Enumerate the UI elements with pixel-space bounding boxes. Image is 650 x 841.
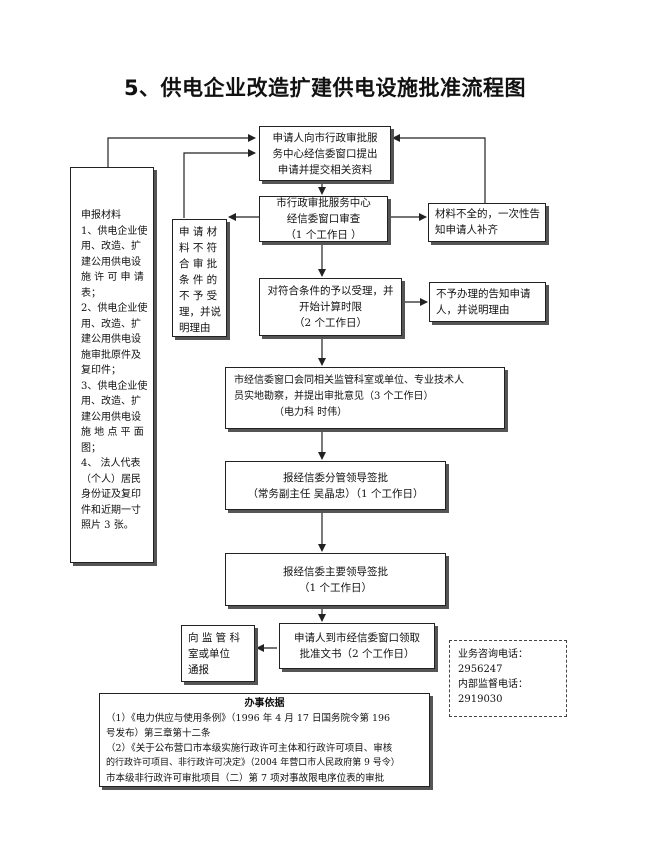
accept-line: 开始计算时限: [299, 301, 362, 313]
basis-line: 的行政许可项目、非行政许可决定》（2004 年营口市人民政府第 9 号令）: [106, 758, 400, 768]
accept-box: 对符合条件的予以受理，并 开始计算时限 （2 个工作日）: [259, 278, 402, 336]
incomplete-line: 知申请人补齐: [435, 224, 498, 236]
not-qualified-line: 明理由: [179, 322, 211, 334]
not-handled-line: 人，并说明理由: [436, 304, 510, 316]
materials-line: 1、供电企业使: [81, 225, 148, 237]
not-handled-line: 不予办理的告知申请: [436, 288, 531, 300]
materials-line: 照片 3 张。: [81, 520, 134, 531]
accept-line: （2 个工作日）: [293, 317, 368, 329]
apply-box: 申请人向市行政审批服 务中心经信委窗口提出 申请并提交相关资料: [259, 126, 391, 181]
collect-line: 批准文书（2 个工作日）: [299, 648, 415, 660]
page-title: 5、供电企业改造扩建供电设施批准流程图: [123, 76, 527, 100]
materials-line: 施 许 可 申 请: [81, 272, 144, 283]
review-line: （1 个工作日 ）: [285, 229, 362, 241]
arrow-materials-to-apply: [107, 134, 256, 167]
materials-line: 用、改造、扩: [81, 396, 141, 407]
materials-line: 施 地 点 平 面: [81, 427, 144, 438]
phone-line: 内部监督电话：: [458, 679, 528, 690]
sign-main-box: 报经信委主要领导签批 （1 个工作日）: [225, 553, 446, 606]
not-qualified-line: 申 请 材: [179, 226, 218, 238]
materials-line: 施审批原件及: [81, 349, 141, 361]
arrow-not-qualified-to-apply: [183, 149, 256, 218]
incomplete-line: 材料不全的，一次性告: [435, 208, 540, 220]
not-qualified-line: 条 件 的: [179, 274, 218, 286]
phone-line: 业务咨询电话：: [458, 649, 528, 660]
materials-line: 身份证及复印: [81, 489, 141, 500]
not-qualified-line: 料 不 符: [179, 242, 218, 254]
sign-deputy-line: （常务副主任 吴晶忠）（1 个工作日）: [247, 487, 424, 500]
basis-line: 号发布）第三章第十二条: [106, 728, 211, 739]
not-qualified-line: 理，并说: [179, 306, 221, 318]
apply-line: 申请人向市行政审批服: [272, 131, 378, 144]
materials-line: （个人）居民: [81, 473, 141, 485]
incomplete-box: 材料不全的，一次性告 知申请人补齐: [428, 203, 546, 242]
phone-line: 2919030: [458, 694, 503, 705]
notify-line: 向 监 管 科: [188, 632, 241, 644]
sign-main-line: （1 个工作日）: [298, 581, 373, 594]
sign-main-line: 报经信委主要领导签批: [283, 565, 388, 578]
materials-line: 2、供电企业使: [81, 303, 148, 314]
materials-line: 表；: [81, 287, 101, 299]
sign-deputy-line: 报经信委分管领导签批: [283, 471, 388, 484]
phone-box: 业务咨询电话： 2956247 内部监督电话： 2919030: [449, 640, 567, 717]
materials-line: 件和近期一寸: [81, 504, 141, 516]
notify-line: 通报: [188, 664, 209, 676]
not-handled-box: 不予办理的告知申请 人，并说明理由: [429, 282, 546, 322]
collect-box: 申请人到市经信委窗口领取 批准文书（2 个工作日）: [279, 623, 435, 669]
collect-line: 申请人到市经信委窗口领取: [294, 632, 420, 644]
materials-line: 用、改造、扩: [81, 241, 141, 252]
basis-line: 市本级非行政许可审批项目（二）第 7 项对事故限电序位表的审批: [106, 773, 385, 784]
apply-line: 务中心经信委窗口提出: [272, 147, 378, 160]
materials-line: 建公用供电设: [81, 256, 141, 268]
materials-line: 图；: [81, 442, 101, 454]
survey-line: （电力科 时伟）: [274, 407, 348, 418]
review-line: 市行政审批服务中心: [276, 197, 371, 209]
basis-line: （1）《电力供应与使用条例》（1996 年 4 月 17 日国务院令第 196: [106, 713, 391, 724]
materials-line: 3、供电企业使: [81, 380, 148, 392]
review-box: 市行政审批服务中心 经信委窗口审查 （1 个工作日 ）: [259, 196, 388, 242]
basis-box: 办事依据 （1）《电力供应与使用条例》（1996 年 4 月 17 日国务院令第…: [99, 693, 430, 787]
accept-line: 对符合条件的予以受理，并: [267, 285, 394, 297]
materials-line: 4、 法人代表: [81, 458, 141, 469]
survey-line: 员实地勘察，并提出审批意见（3 个工作日）: [234, 391, 434, 402]
materials-line: 用、改造、扩: [81, 318, 141, 330]
not-qualified-line: 合 审 批: [179, 258, 218, 270]
survey-box: 市经信委窗口会同相关监管科室或单位、专业技术人 员实地勘察，并提出审批意见（3 …: [225, 367, 505, 429]
not-qualified-box: 申 请 材 料 不 符 合 审 批 条 件 的 不 予 受 理，并说 明理由: [172, 219, 227, 337]
phone-line: 2956247: [458, 664, 503, 675]
arrow-incomplete-to-apply: [392, 134, 486, 203]
review-line: 经信委窗口审查: [286, 213, 361, 225]
survey-line: 市经信委窗口会同相关监管科室或单位、专业技术人: [234, 375, 464, 386]
materials-box: 申报材料 1、供电企业使 用、改造、扩 建公用供电设 施 许 可 申 请 表； …: [70, 167, 154, 563]
materials-line: 申报材料: [81, 210, 121, 221]
materials-line: 复印件；: [81, 365, 121, 376]
not-qualified-line: 不 予 受: [179, 290, 218, 302]
basis-line: （2）《关于公布营口市本级实施行政许可主体和行政许可项目、审核: [106, 743, 393, 754]
sign-deputy-box: 报经信委分管领导签批 （常务副主任 吴晶忠）（1 个工作日）: [225, 461, 446, 510]
notify-box: 向 监 管 科 室或单位 通报: [181, 625, 255, 682]
basis-title: 办事依据: [244, 698, 285, 709]
materials-line: 建公用供电设: [81, 334, 141, 345]
materials-line: 建公用供电设: [81, 411, 141, 423]
notify-line: 室或单位: [188, 648, 230, 660]
apply-line: 申请并提交相关资料: [277, 163, 373, 176]
